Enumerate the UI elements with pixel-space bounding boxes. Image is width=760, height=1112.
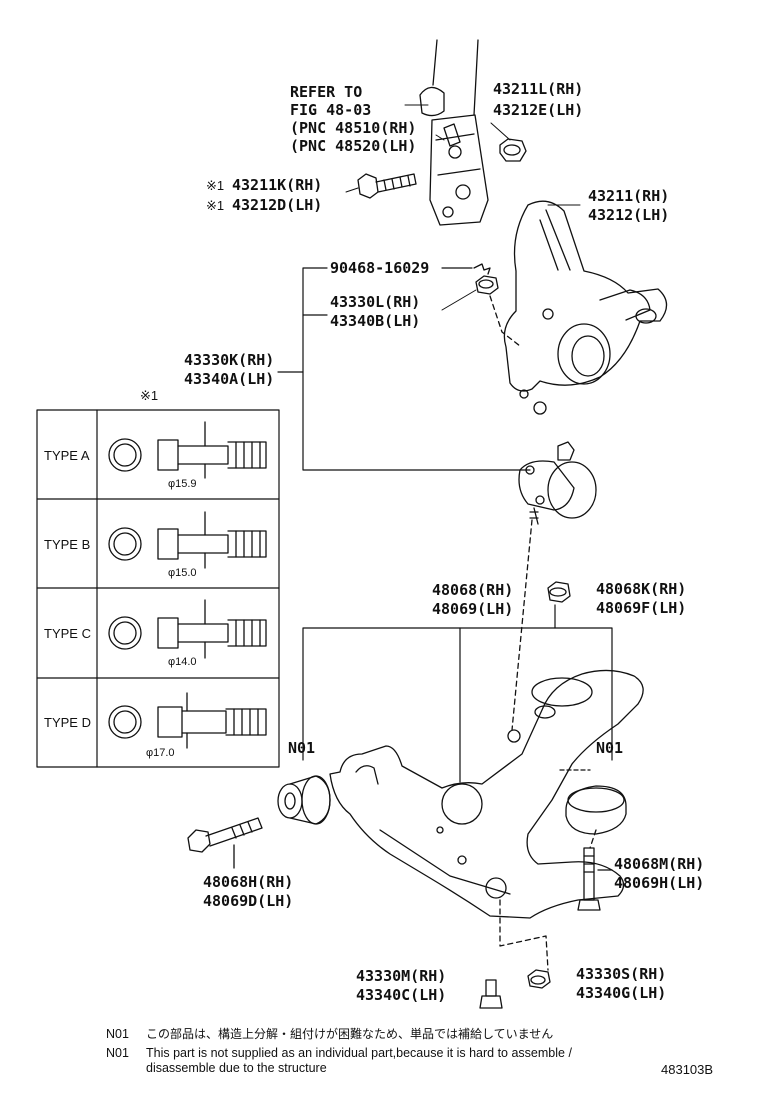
rear-bushing-drawing <box>559 769 627 835</box>
part-43340B[interactable]: 43340B(LH) <box>330 312 421 330</box>
types-header-mark: ※1 <box>140 388 159 403</box>
mark-1-b: ※1 <box>206 198 225 213</box>
part-43340C[interactable]: 43340C(LH) <box>356 986 447 1004</box>
steering-knuckle-drawing <box>503 200 668 415</box>
lower-dashed-line <box>499 899 549 971</box>
refer-line-2[interactable]: FIG 48-03 <box>290 101 372 119</box>
part-48068[interactable]: 48068(RH) <box>432 581 514 599</box>
part-43330S[interactable]: 43330S(RH) <box>576 965 667 983</box>
note-ref-n01-right[interactable]: N01 <box>596 739 624 757</box>
balljoint-dashed-line <box>511 519 533 731</box>
front-bushing-drawing <box>277 775 331 825</box>
type-c-bolt-drawing <box>108 599 267 659</box>
part-48068M[interactable]: 48068M(RH) <box>614 855 705 873</box>
strut-bolt-drawing <box>357 173 417 199</box>
note-text-jp: この部品は、構造上分解・組付けが困難なため、単品では補給していません <box>146 1027 554 1041</box>
figure-number: 483103B <box>661 1062 714 1077</box>
lower-nut-drawing <box>527 969 551 989</box>
strut-assembly-drawing <box>419 39 489 226</box>
type-d-dimension: φ17.0 <box>146 747 175 759</box>
part-43330K[interactable]: 43330K(RH) <box>184 351 275 369</box>
lower-bolt-drawing <box>479 979 503 1009</box>
type-c-label: TYPE C <box>44 626 91 641</box>
lower-arm-bracket <box>302 604 613 783</box>
ball-joint-drawing <box>518 441 597 525</box>
front-bolt-drawing <box>187 817 263 869</box>
cotter-pin-drawing <box>473 263 491 275</box>
castle-nut-drawing <box>475 275 499 295</box>
note-ref-n01-left[interactable]: N01 <box>288 739 316 757</box>
part-48069[interactable]: 48069(LH) <box>432 600 514 618</box>
part-43330M[interactable]: 43330M(RH) <box>356 967 447 985</box>
part-48068H[interactable]: 48068H(RH) <box>203 873 294 891</box>
part-43330L[interactable]: 43330L(RH) <box>330 293 421 311</box>
strut-nut-drawing <box>499 138 527 162</box>
type-b-dimension: φ15.0 <box>168 567 197 579</box>
part-48069H[interactable]: 48069H(LH) <box>614 874 705 892</box>
type-table-frame <box>36 409 280 768</box>
knuckle-dashed-line <box>489 295 521 347</box>
type-a-dimension: φ15.9 <box>168 478 197 490</box>
note-code-en: N01 <box>106 1046 129 1060</box>
type-d-label: TYPE D <box>44 715 91 730</box>
part-43212[interactable]: 43212(LH) <box>588 206 670 224</box>
refer-line-1: REFER TO <box>290 83 363 101</box>
rear-bolt-drawing <box>577 847 613 911</box>
ball-joint-nut-drawing <box>547 581 571 603</box>
part-43211[interactable]: 43211(RH) <box>588 187 670 205</box>
ball-joint-bracket <box>277 267 531 471</box>
part-43211K[interactable]: 43211K(RH) <box>232 176 323 194</box>
part-48068K[interactable]: 48068K(RH) <box>596 580 687 598</box>
leader-lines <box>345 104 581 311</box>
part-48069F[interactable]: 48069F(LH) <box>596 599 687 617</box>
lower-control-arm-drawing <box>329 669 644 919</box>
refer-line-3[interactable]: (PNC 48510(RH) <box>290 119 417 137</box>
note-code-jp: N01 <box>106 1027 129 1041</box>
part-43340G[interactable]: 43340G(LH) <box>576 984 667 1002</box>
part-48069D[interactable]: 48069D(LH) <box>203 892 294 910</box>
type-a-label: TYPE A <box>44 448 90 463</box>
refer-line-4[interactable]: (PNC 48520(LH) <box>290 137 417 155</box>
type-b-label: TYPE B <box>44 537 91 552</box>
type-a-bolt-drawing <box>108 421 267 479</box>
type-d-bolt-drawing <box>108 692 267 749</box>
part-90468[interactable]: 90468-16029 <box>330 259 430 277</box>
part-43340A[interactable]: 43340A(LH) <box>184 370 275 388</box>
part-43212D[interactable]: 43212D(LH) <box>232 196 323 214</box>
mark-1-a: ※1 <box>206 178 225 193</box>
type-c-dimension: φ14.0 <box>168 656 197 668</box>
type-b-bolt-drawing <box>108 511 267 569</box>
note-text-en: This part is not supplied as an individu… <box>146 1046 572 1075</box>
part-43211L[interactable]: 43211L(RH) <box>493 80 584 98</box>
part-43212E[interactable]: 43212E(LH) <box>493 101 584 119</box>
